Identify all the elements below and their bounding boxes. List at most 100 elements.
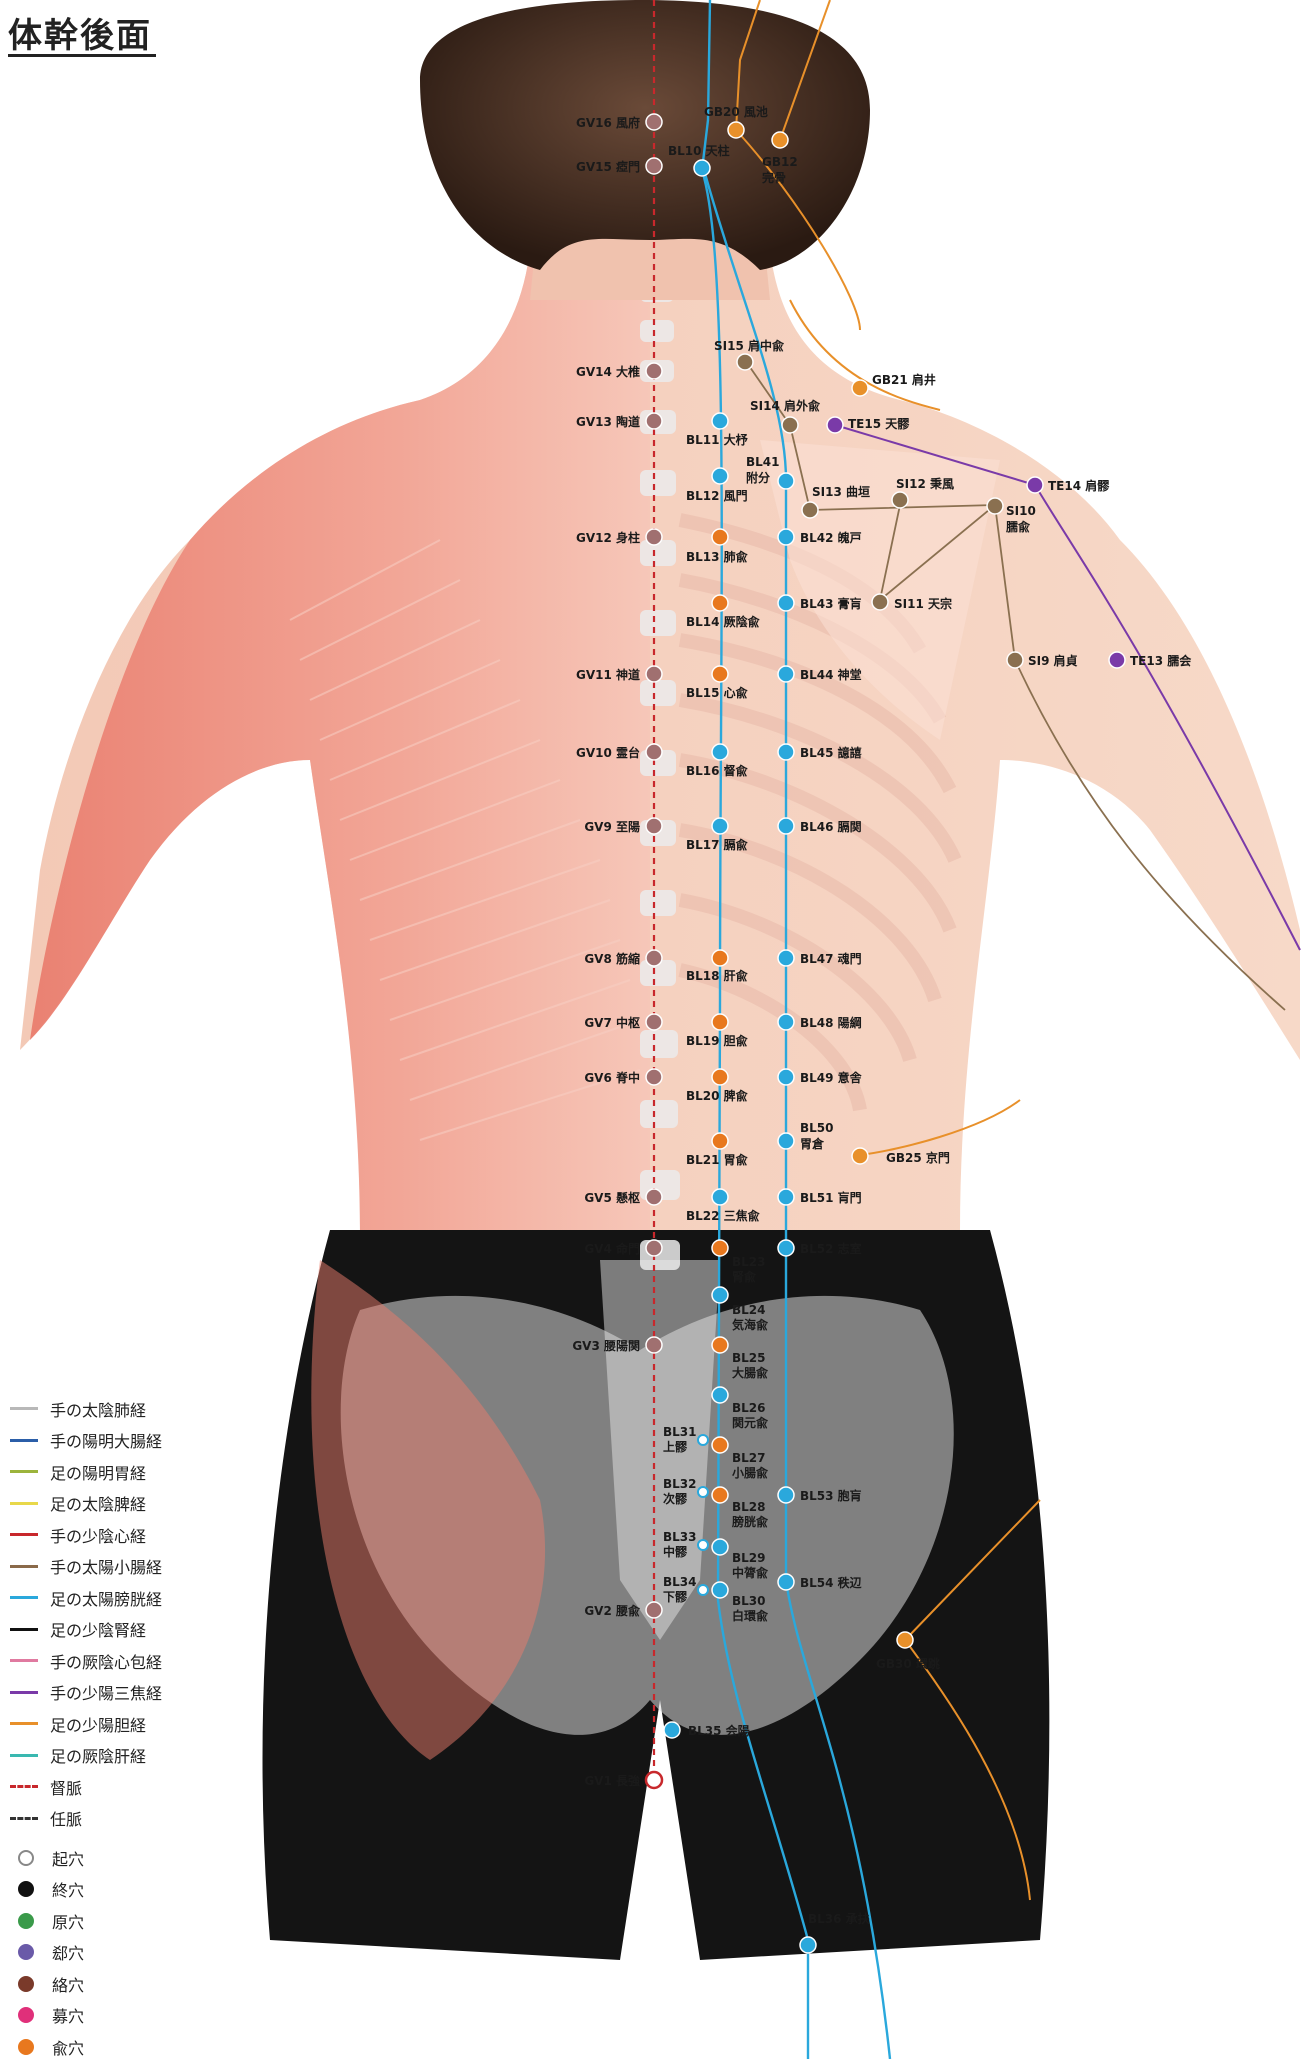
legend-meridian-item: 督脈 bbox=[10, 1771, 220, 1803]
bladder-point bbox=[694, 160, 710, 176]
legend-point-type-item: 絡穴 bbox=[10, 1968, 220, 2000]
acupoint-label: BL18 肝兪 bbox=[686, 968, 748, 983]
bladder-point bbox=[712, 1069, 728, 1085]
gallbladder-point bbox=[772, 132, 788, 148]
legend-point-type-label: 募穴 bbox=[52, 2003, 84, 2027]
acupoint-label: BL45 譩譆 bbox=[800, 745, 862, 760]
governor-vessel-point bbox=[646, 744, 662, 760]
acupoint-label: BL21 胃兪 bbox=[686, 1152, 748, 1167]
acupoint-label: BL42 魄戸 bbox=[800, 530, 862, 545]
governor-vessel-point bbox=[646, 1189, 662, 1205]
acupoint-label: GV3 腰陽関 bbox=[572, 1338, 640, 1353]
legend-line-swatch bbox=[10, 1533, 38, 1536]
acupoint-label: 気海兪 bbox=[732, 1317, 768, 1332]
legend-point-type-item: 原穴 bbox=[10, 1905, 220, 1937]
acupoint-label: GV15 瘂門 bbox=[576, 159, 640, 174]
legend-meridian-item: 足の少陽胆経 bbox=[10, 1708, 220, 1740]
acupoint-label: BL11 大杼 bbox=[686, 432, 749, 447]
acupoint-label: GV13 陶道 bbox=[576, 414, 640, 429]
bladder-point bbox=[778, 818, 794, 834]
acupoint-label: BL31 bbox=[663, 1425, 697, 1439]
acupoint-label: GV12 身柱 bbox=[576, 530, 640, 545]
acupoint-label: GV7 中枢 bbox=[584, 1015, 640, 1030]
governor-vessel-point bbox=[646, 666, 662, 682]
legend-meridian-item: 任脈 bbox=[10, 1803, 220, 1835]
bladder-point bbox=[778, 595, 794, 611]
triple-burner-point bbox=[1027, 477, 1043, 493]
legend-meridian-item: 手の太陽小腸経 bbox=[10, 1551, 220, 1583]
governor-vessel-point bbox=[646, 114, 662, 130]
acupoint-label: BL19 胆兪 bbox=[686, 1033, 748, 1048]
acupoint-label: GV5 懸枢 bbox=[584, 1190, 640, 1205]
legend-meridian-item: 足の陽明胃経 bbox=[10, 1456, 220, 1488]
governor-vessel-point bbox=[646, 1069, 662, 1085]
acupoint-label: 関元兪 bbox=[732, 1415, 768, 1430]
acupoint-label: GB30 環跳 bbox=[876, 1656, 940, 1671]
governor-vessel-point bbox=[646, 529, 662, 545]
acupoint-label: SI11 天宗 bbox=[894, 596, 952, 611]
acupoint-label: 白環兪 bbox=[732, 1608, 768, 1623]
legend-meridian-item: 手の厥陰心包経 bbox=[10, 1645, 220, 1677]
triple-burner-point bbox=[1109, 652, 1125, 668]
acupoint-label: BL22 三焦兪 bbox=[686, 1208, 760, 1223]
governor-vessel-point bbox=[646, 818, 662, 834]
bladder-point bbox=[712, 1189, 728, 1205]
legend-point-type-label: 兪穴 bbox=[52, 2035, 84, 2059]
acupoint-label: BL15 心兪 bbox=[686, 685, 748, 700]
legend: 手の太陰肺経手の陽明大腸経足の陽明胃経足の太陰脾経手の少陰心経手の太陽小腸経足の… bbox=[10, 1393, 220, 2063]
gallbladder-point bbox=[728, 122, 744, 138]
governor-vessel-point bbox=[646, 1602, 662, 1618]
governor-vessel-point bbox=[646, 1772, 662, 1788]
legend-meridian-item: 手の少陰心経 bbox=[10, 1519, 220, 1551]
acupoint-label: GV2 腰兪 bbox=[584, 1603, 640, 1618]
bladder-point bbox=[712, 1487, 728, 1503]
legend-line-swatch bbox=[10, 1691, 38, 1694]
muscle-layer bbox=[30, 250, 650, 1240]
sacral-foramen-point bbox=[698, 1585, 708, 1595]
acupoint-label: SI15 肩中兪 bbox=[714, 338, 784, 353]
bladder-point bbox=[778, 529, 794, 545]
legend-line-swatch bbox=[10, 1628, 38, 1631]
bladder-point bbox=[778, 1240, 794, 1256]
bladder-point bbox=[778, 744, 794, 760]
acupoint-label: GB25 京門 bbox=[886, 1150, 950, 1165]
acupoint-label: TE13 臑会 bbox=[1130, 653, 1192, 668]
acupoint-label: BL46 膈関 bbox=[800, 819, 862, 834]
acupoint-label: BL20 脾兪 bbox=[686, 1088, 748, 1103]
legend-point-type-item: 郄穴 bbox=[10, 1937, 220, 1969]
meridian-legend: 手の太陰肺経手の陽明大腸経足の陽明胃経足の太陰脾経手の少陰心経手の太陽小腸経足の… bbox=[10, 1393, 220, 1834]
bladder-point bbox=[778, 1133, 794, 1149]
bladder-point bbox=[664, 1722, 680, 1738]
bladder-point bbox=[778, 473, 794, 489]
acupoint-label: BL43 膏肓 bbox=[800, 596, 862, 611]
acupoint-label: GV1 長強 bbox=[584, 1773, 640, 1788]
acupoint-label: SI13 曲垣 bbox=[812, 484, 870, 499]
acupoint-label: 下髎 bbox=[663, 1590, 688, 1604]
acupoint-label: 臑兪 bbox=[1006, 519, 1030, 534]
legend-line-swatch bbox=[10, 1817, 38, 1820]
sacral-foramen-point bbox=[698, 1487, 708, 1497]
triple-burner-point bbox=[827, 417, 843, 433]
bladder-point bbox=[712, 1014, 728, 1030]
acupoint-label: SI12 秉風 bbox=[896, 476, 954, 491]
small-intestine-point bbox=[987, 498, 1003, 514]
acupoint-label: GB12 bbox=[762, 155, 798, 169]
legend-meridian-label: 督脈 bbox=[50, 1775, 82, 1799]
bladder-point bbox=[800, 1937, 816, 1953]
legend-point-type-label: 原穴 bbox=[52, 1909, 84, 1933]
bladder-point bbox=[778, 1014, 794, 1030]
small-intestine-point bbox=[802, 502, 818, 518]
legend-dot-swatch bbox=[18, 2039, 34, 2055]
acupoint-label: BL10 天柱 bbox=[668, 143, 730, 158]
small-intestine-point bbox=[1007, 652, 1023, 668]
gallbladder-point bbox=[852, 380, 868, 396]
legend-line-swatch bbox=[10, 1659, 38, 1662]
bladder-point bbox=[712, 950, 728, 966]
bladder-point bbox=[778, 950, 794, 966]
acupoint-label: 上髎 bbox=[663, 1439, 688, 1454]
acupoint-label: BL50 bbox=[800, 1121, 834, 1135]
acupoint-label: TE14 肩髎 bbox=[1048, 478, 1110, 493]
bladder-point bbox=[712, 818, 728, 834]
acupoint-label: BL41 bbox=[746, 455, 780, 469]
legend-line-swatch bbox=[10, 1754, 38, 1757]
